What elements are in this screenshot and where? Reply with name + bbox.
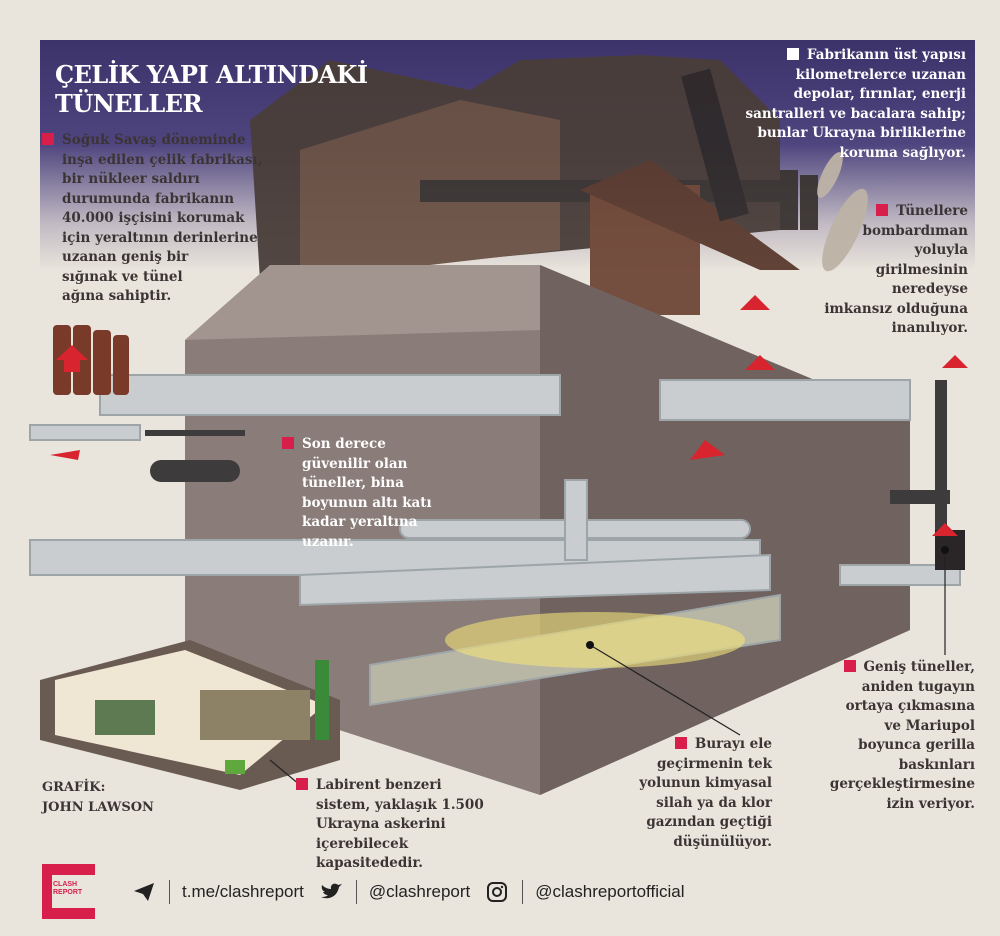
twitter-handle: @clashreport [368, 881, 471, 901]
telegram-handle: t.me/clashreport [182, 881, 304, 901]
bullet-icon [674, 737, 687, 749]
bullet-icon [282, 437, 294, 449]
telegram-link[interactable]: t.me/clashreport [131, 879, 304, 905]
note-cold-war: Soğuk Savaş döneminde inşa edilen çelik … [42, 131, 302, 307]
graphic-credit: GRAFİK:JOHN LAWSON [42, 780, 154, 815]
instagram-handle: @clashreportofficial [535, 881, 685, 901]
twitter-icon [318, 879, 344, 905]
instagram-icon [484, 879, 510, 905]
tunnels [29, 374, 961, 707]
bullet-icon [786, 48, 799, 60]
twitter-link[interactable]: @clashreport [318, 879, 470, 905]
telegram-icon [131, 879, 157, 905]
red-arrows [50, 295, 968, 536]
gas-glow [445, 612, 745, 668]
barrels [53, 325, 129, 395]
bullet-icon [843, 660, 856, 672]
pipes [145, 380, 965, 570]
bullet-icon [42, 133, 54, 145]
bullet-icon [296, 778, 308, 790]
bullet-icon [876, 204, 889, 216]
shelter-room [40, 640, 340, 790]
factory-superstructure [250, 55, 868, 315]
instagram-link[interactable]: @clashreportofficial [484, 879, 684, 905]
